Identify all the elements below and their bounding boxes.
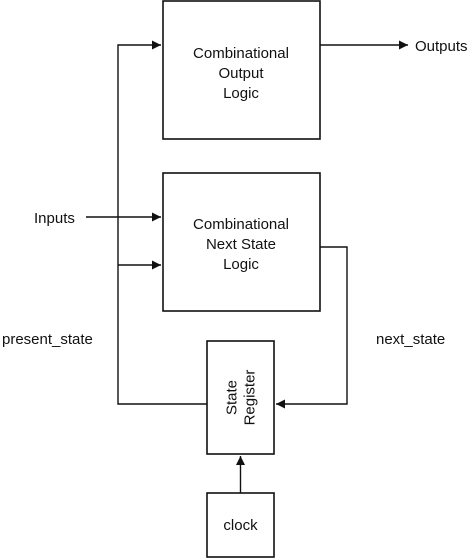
state-register-label-line1: State [224, 380, 241, 415]
next-state-arrow [276, 246, 348, 409]
next-state-label: next_state [376, 331, 445, 348]
next-state-logic-label-line3: Logic [223, 256, 259, 273]
next-state-logic-label-line2: Next State [206, 236, 276, 253]
present-state-to-output-logic-arrow [117, 40, 207, 405]
state-register-block: State Register [206, 340, 275, 455]
next-state-logic-block: Combinational Next State Logic [162, 172, 321, 312]
output-logic-label-line3: Logic [223, 85, 259, 102]
output-logic-label-line1: Combinational [193, 45, 289, 62]
inputs-label: Inputs [34, 210, 75, 227]
output-logic-block: Combinational Output Logic [162, 0, 321, 140]
state-register-box [206, 340, 275, 455]
state-register-label-line2: Register [242, 370, 259, 426]
outputs-label: Outputs [415, 38, 468, 55]
clock-block: clock [206, 492, 275, 558]
present-state-label: present_state [2, 331, 93, 348]
output-logic-box [162, 0, 321, 140]
next-state-logic-label-line1: Combinational [193, 216, 289, 233]
output-logic-label-line2: Output [218, 65, 264, 82]
next-state-logic-box [162, 172, 321, 312]
clock-label: clock [223, 517, 258, 534]
